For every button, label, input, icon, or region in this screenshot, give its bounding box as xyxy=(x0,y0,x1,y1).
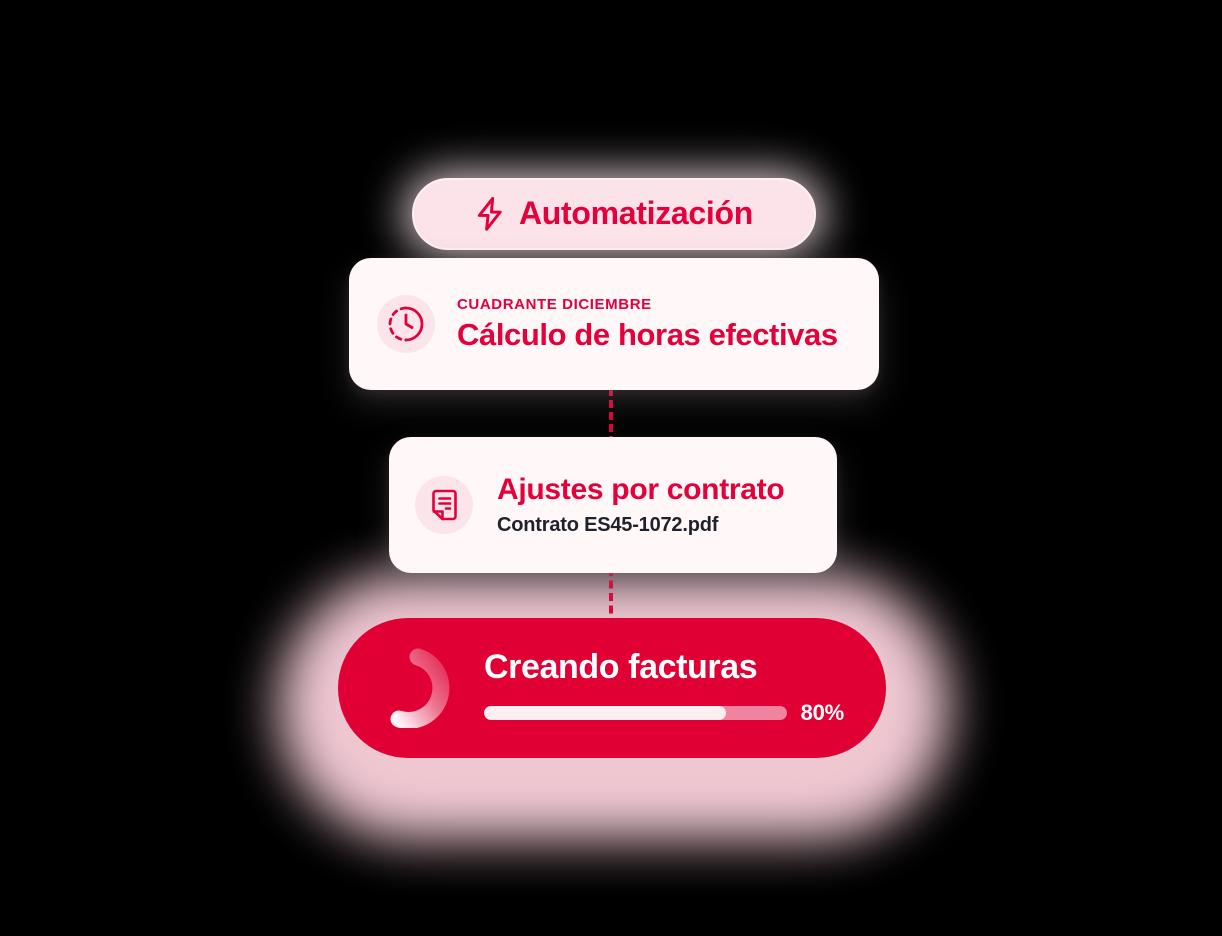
card-contract-filename: Contrato ES45-1072.pdf xyxy=(497,513,719,536)
card-hours-title: Cálculo de horas efectivas xyxy=(457,316,838,352)
card-contract-text: Ajustes por contrato Contrato ES45-1072.… xyxy=(497,473,785,537)
automation-badge[interactable]: Automatización xyxy=(412,178,816,250)
connector-dashed-line-2 xyxy=(609,568,613,626)
progress-status-pill[interactable]: Creando facturas 80% xyxy=(338,618,886,758)
card-hours-calculation[interactable]: CUADRANTE DICIEMBRE Cálculo de horas efe… xyxy=(349,258,879,390)
automation-badge-label: Automatización xyxy=(518,194,754,231)
progress-bar-track[interactable] xyxy=(484,706,787,720)
progress-bar-fill xyxy=(484,706,727,720)
card-contract-title: Ajustes por contrato xyxy=(497,473,785,507)
card-hours-eyebrow: CUADRANTE DICIEMBRE xyxy=(457,295,652,313)
loading-spinner-icon xyxy=(378,648,458,728)
clock-dashed-icon xyxy=(377,295,435,353)
card-contract-adjustments[interactable]: Ajustes por contrato Contrato ES45-1072.… xyxy=(389,437,837,573)
progress-row: 80% xyxy=(484,700,844,726)
progress-body: Creando facturas 80% xyxy=(484,650,844,726)
connector-dashed-line-1 xyxy=(609,388,613,444)
card-hours-text: CUADRANTE DICIEMBRE Cálculo de horas efe… xyxy=(457,296,838,352)
document-lines-icon xyxy=(415,476,473,534)
lightning-bolt-icon xyxy=(475,197,505,231)
progress-percent-label: 80% xyxy=(800,700,845,725)
progress-title: Creando facturas xyxy=(484,648,758,686)
